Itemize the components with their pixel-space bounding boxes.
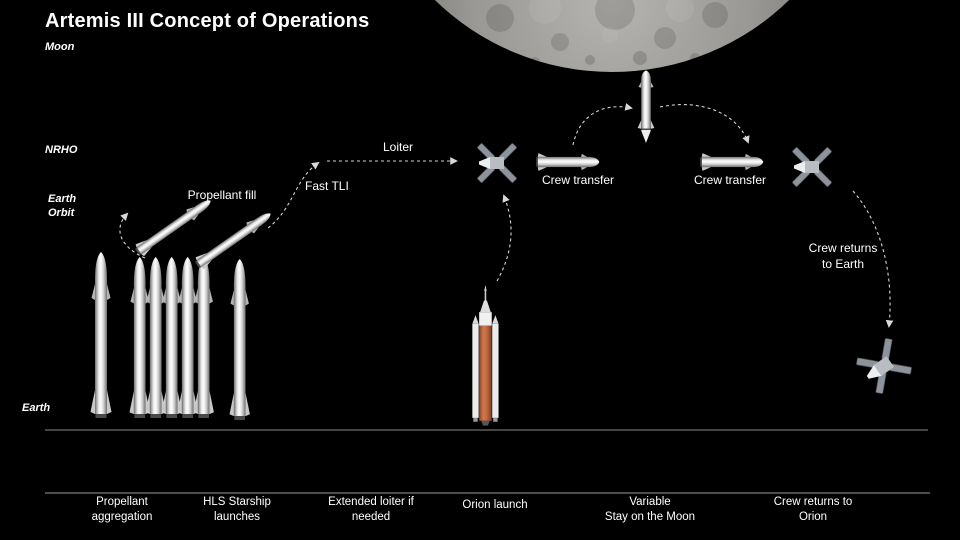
timeline-phase-extended-loiter: Extended loiter if needed	[328, 496, 414, 523]
starship-tilted	[132, 194, 215, 259]
annotation-crew-transfer-1: Crew transfer	[541, 173, 615, 187]
orion-reentry	[852, 334, 916, 398]
timeline-phase-hls-launches: HLS Starship launches	[203, 496, 271, 523]
sls-rocket	[472, 285, 499, 426]
starship-tanker-fleet	[90, 252, 250, 421]
region-label-moon: Moon	[45, 41, 75, 53]
timeline-phase-propellant-aggregation: Propellant aggregation	[91, 496, 153, 523]
trajectory-fast-tli	[267, 161, 320, 229]
starship-tanker	[193, 257, 214, 419]
starship-tanker	[90, 252, 112, 418]
starship-tanker	[177, 257, 198, 419]
starship-tanker	[229, 259, 250, 421]
trajectories	[119, 103, 894, 328]
orion-return	[791, 146, 833, 188]
hls-starship-nrho-right	[700, 153, 764, 171]
region-label-earth-orbit: Earth Orbit	[48, 193, 77, 220]
annotation-crew-returns: Crew returns to Earth	[808, 241, 878, 271]
timeline-phase-crew-returns: Crew returns to Orion	[773, 496, 853, 523]
moon	[434, 0, 790, 72]
annotation-propellant-fill: Propellant fill	[187, 188, 257, 202]
trajectory-orion-launch	[496, 194, 512, 282]
starship-tanker	[161, 257, 182, 419]
trajectory-return-to-earth	[852, 190, 894, 328]
orion-nrho	[476, 142, 518, 184]
hls-starship-lander	[637, 70, 655, 143]
annotation-loiter: Loiter	[383, 140, 414, 154]
starship-tanker	[129, 257, 150, 419]
starship-tanker	[145, 257, 166, 419]
trajectory-from-moon	[659, 104, 750, 144]
timeline-phase-moon-stay: Variable Stay on the Moon	[604, 496, 696, 523]
annotation-crew-transfer-2: Crew transfer	[693, 173, 767, 187]
hls-starship-nrho-left	[536, 153, 600, 171]
diagram-title: Artemis III Concept of Operations	[45, 10, 370, 32]
trajectory-aggregation	[119, 212, 146, 259]
annotation-fast-tli: Fast TLI	[305, 179, 349, 193]
region-label-nrho: NRHO	[45, 144, 78, 156]
region-label-earth: Earth	[22, 402, 51, 414]
starship-tilted	[192, 207, 275, 272]
trajectory-to-moon	[572, 103, 633, 146]
lander-plume	[641, 130, 651, 143]
timeline-phase-orion-launch: Orion launch	[462, 499, 528, 511]
